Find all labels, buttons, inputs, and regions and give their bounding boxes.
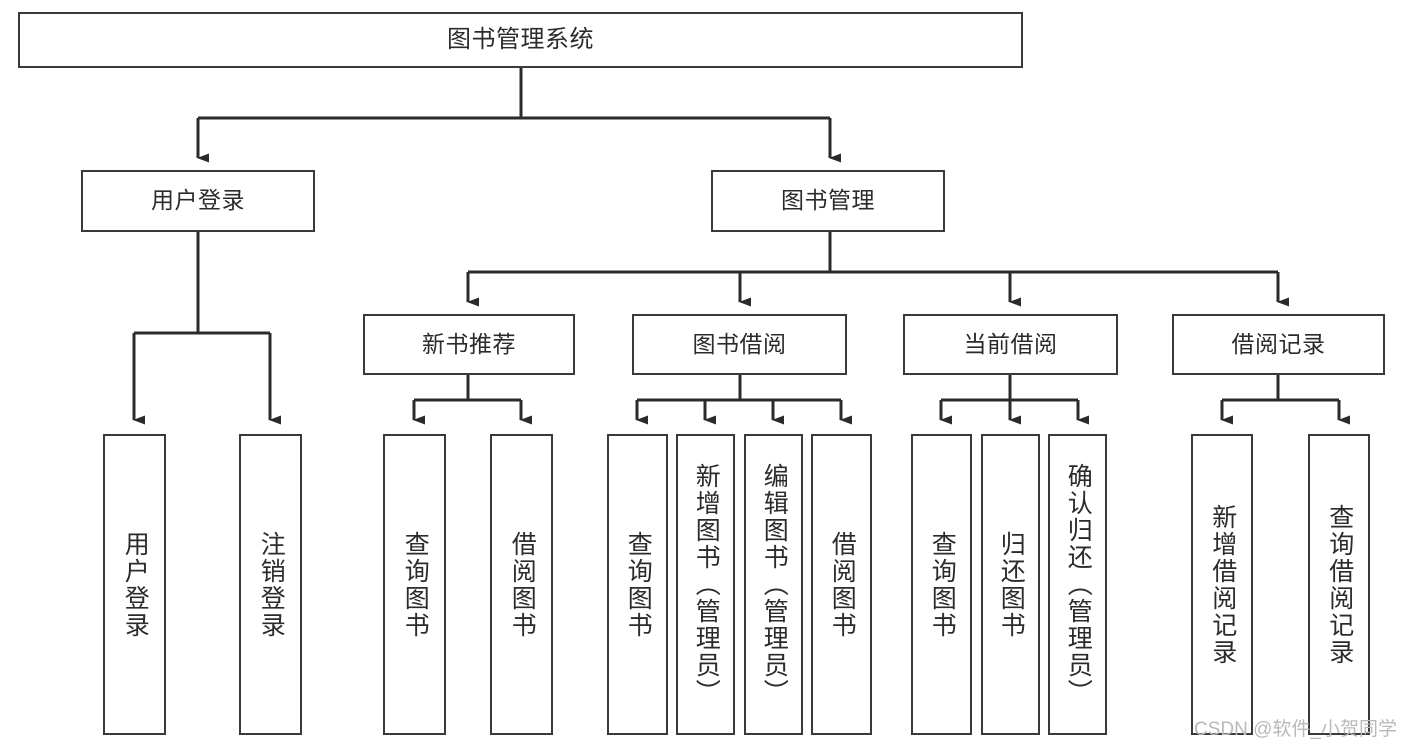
- node-label: 注销登录: [257, 530, 286, 639]
- leaf-query-borrow-record[interactable]: 查询借阅记录: [1308, 434, 1370, 735]
- node-book-management[interactable]: 图书管理: [711, 170, 945, 232]
- node-label: 用户登录: [121, 530, 150, 639]
- node-label: 新书推荐: [422, 330, 516, 357]
- leaf-borrow-book[interactable]: 借阅图书: [811, 434, 872, 735]
- node-current-borrow[interactable]: 当前借阅: [903, 314, 1118, 375]
- node-label: 查询借阅记录: [1325, 503, 1354, 666]
- node-label: 当前借阅: [963, 330, 1058, 357]
- node-user-login[interactable]: 用户登录: [81, 170, 315, 232]
- node-label: 查询图书: [401, 530, 430, 639]
- leaf-add-book-admin[interactable]: 新增图书（管理员）: [676, 434, 735, 735]
- leaf-user-login[interactable]: 用户登录: [103, 434, 166, 735]
- leaf-confirm-return-admin[interactable]: 确认归还（管理员）: [1048, 434, 1107, 735]
- leaf-query-book-borrow[interactable]: 查询图书: [607, 434, 668, 735]
- node-borrow-record[interactable]: 借阅记录: [1172, 314, 1385, 375]
- node-label: 图书管理: [781, 187, 875, 214]
- node-label: 新增借阅记录: [1208, 503, 1237, 666]
- node-label: 借阅图书: [508, 530, 537, 639]
- node-label: 确认归还（管理员）: [1064, 463, 1093, 706]
- leaf-query-book-recommend[interactable]: 查询图书: [383, 434, 446, 735]
- node-label: 借阅图书: [828, 530, 857, 639]
- node-label: 编辑图书（管理员）: [760, 463, 789, 706]
- node-label: 借阅记录: [1231, 330, 1326, 357]
- node-label: 归还图书: [997, 530, 1026, 639]
- watermark: CSDN @软件_小贺同学: [1194, 719, 1397, 740]
- leaf-add-borrow-record[interactable]: 新增借阅记录: [1191, 434, 1253, 735]
- leaf-edit-book-admin[interactable]: 编辑图书（管理员）: [744, 434, 803, 735]
- node-label: 用户登录: [151, 187, 245, 214]
- node-root[interactable]: 图书管理系统: [18, 12, 1023, 68]
- leaf-logout[interactable]: 注销登录: [239, 434, 302, 735]
- node-label: 查询图书: [624, 530, 653, 639]
- node-book-borrow[interactable]: 图书借阅: [632, 314, 847, 375]
- node-label: 图书借阅: [692, 330, 787, 357]
- node-new-book-recommendation[interactable]: 新书推荐: [363, 314, 575, 375]
- leaf-query-book-current[interactable]: 查询图书: [911, 434, 972, 735]
- leaf-borrow-book-recommend[interactable]: 借阅图书: [490, 434, 553, 735]
- leaf-return-book[interactable]: 归还图书: [981, 434, 1040, 735]
- node-label: 新增图书（管理员）: [692, 463, 721, 706]
- node-label: 图书管理系统: [447, 25, 594, 53]
- node-label: 查询图书: [928, 530, 957, 639]
